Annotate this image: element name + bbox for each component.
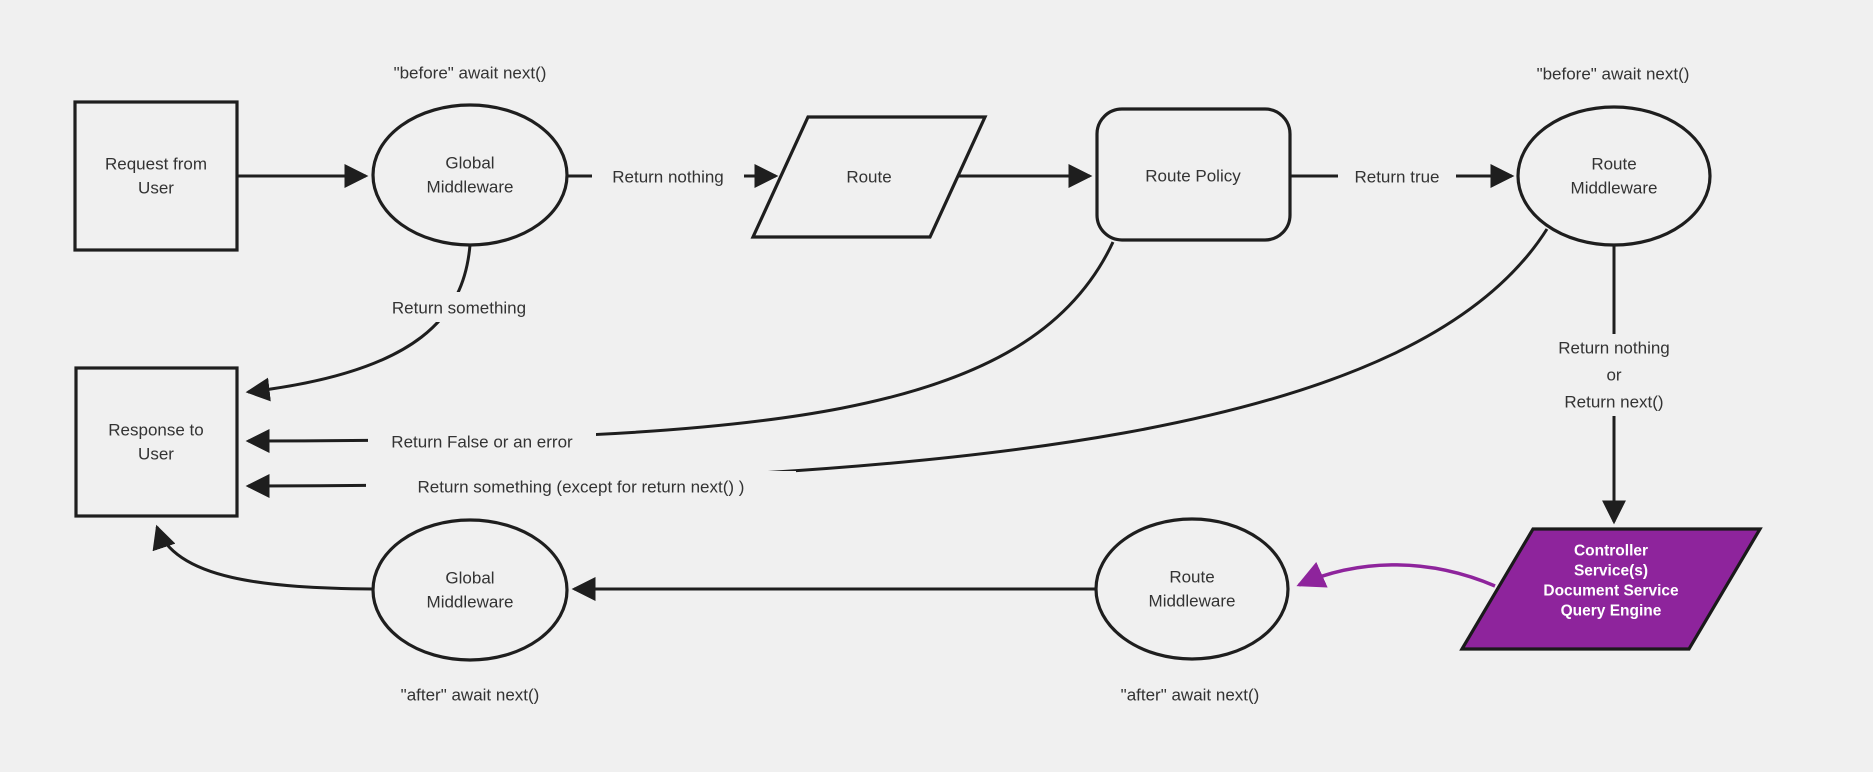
edge-label-return-nothing: Return nothing	[612, 168, 724, 187]
global-middleware-bottom-line2: Middleware	[427, 593, 514, 612]
edge-label-return-nothing-or-line1: Return nothing	[1558, 339, 1670, 358]
controller-line3: Document Service	[1543, 583, 1679, 600]
edge-label-return-true: Return true	[1354, 168, 1439, 187]
label-bg	[1518, 334, 1710, 416]
route-middleware-bottom-ellipse	[1094, 517, 1290, 661]
route-middleware-bottom-line1: Route	[1169, 568, 1214, 587]
edge-label-return-something: Return something	[392, 299, 526, 318]
edge-label-return-nothing-or-line3: Return next()	[1564, 393, 1663, 412]
node-request-from-user: Request from User	[73, 100, 239, 252]
request-label-line1: Request from	[105, 155, 207, 174]
edge-global-middleware-bottom-to-response	[152, 524, 374, 591]
node-global-middleware-top: Global Middleware	[371, 103, 569, 247]
label-bg	[368, 427, 596, 457]
label-bg	[366, 292, 552, 322]
node-route-middleware-top: Route Middleware	[1516, 105, 1712, 247]
request-box	[73, 100, 239, 252]
annotation-before-await-right: "before" await next()	[1537, 65, 1690, 84]
route-middleware-top-line2: Middleware	[1571, 179, 1658, 198]
global-middleware-bottom-line1: Global	[445, 569, 494, 588]
label-bg	[366, 471, 796, 501]
edge-return-something	[245, 244, 472, 402]
response-label-line2: User	[138, 445, 174, 464]
controller-parallelogram	[1459, 527, 1763, 651]
annotation-after-await-right: "after" await next()	[1121, 686, 1260, 705]
route-policy-rect	[1095, 107, 1292, 242]
node-global-middleware-bottom: Global Middleware	[371, 518, 569, 662]
global-middleware-bottom-ellipse	[371, 518, 569, 662]
annotation-after-await-left: "after" await next()	[401, 686, 540, 705]
global-middleware-top-ellipse	[371, 103, 569, 247]
node-controller-services: Controller Service(s) Document Service Q…	[1459, 527, 1763, 651]
route-parallelogram	[750, 115, 988, 239]
route-policy-label: Route Policy	[1145, 167, 1241, 186]
edge-label-return-false: Return False or an error	[391, 433, 573, 452]
node-response-to-user: Response to User	[74, 366, 239, 518]
label-bg	[1338, 161, 1456, 191]
route-middleware-bottom-line2: Middleware	[1149, 592, 1236, 611]
route-label: Route	[846, 168, 891, 187]
response-box	[74, 366, 239, 518]
annotations: "before" await next() "before" await nex…	[394, 64, 1690, 705]
edge-controller-to-route-middleware-bottom	[1296, 561, 1496, 588]
request-label-line2: User	[138, 179, 174, 198]
edge-label-return-something-except: Return something (except for return next…	[418, 478, 745, 497]
annotation-before-await-left: "before" await next()	[394, 64, 547, 83]
global-middleware-top-line2: Middleware	[427, 178, 514, 197]
edge-return-false	[245, 241, 1115, 453]
global-middleware-top-line1: Global	[445, 154, 494, 173]
controller-line4: Query Engine	[1561, 603, 1662, 620]
node-route-policy: Route Policy	[1095, 107, 1292, 242]
route-middleware-top-line1: Route	[1591, 155, 1636, 174]
node-route-middleware-bottom: Route Middleware	[1094, 517, 1290, 661]
node-route: Route	[750, 115, 988, 239]
response-label-line1: Response to	[108, 421, 203, 440]
label-bg	[592, 161, 744, 191]
edge-labels: Return nothing Return true Return someth…	[366, 161, 1710, 501]
edge-label-return-nothing-or-line2: or	[1606, 366, 1621, 385]
controller-line1: Controller	[1574, 543, 1648, 560]
route-middleware-top-ellipse	[1516, 105, 1712, 247]
controller-line2: Service(s)	[1574, 563, 1648, 580]
